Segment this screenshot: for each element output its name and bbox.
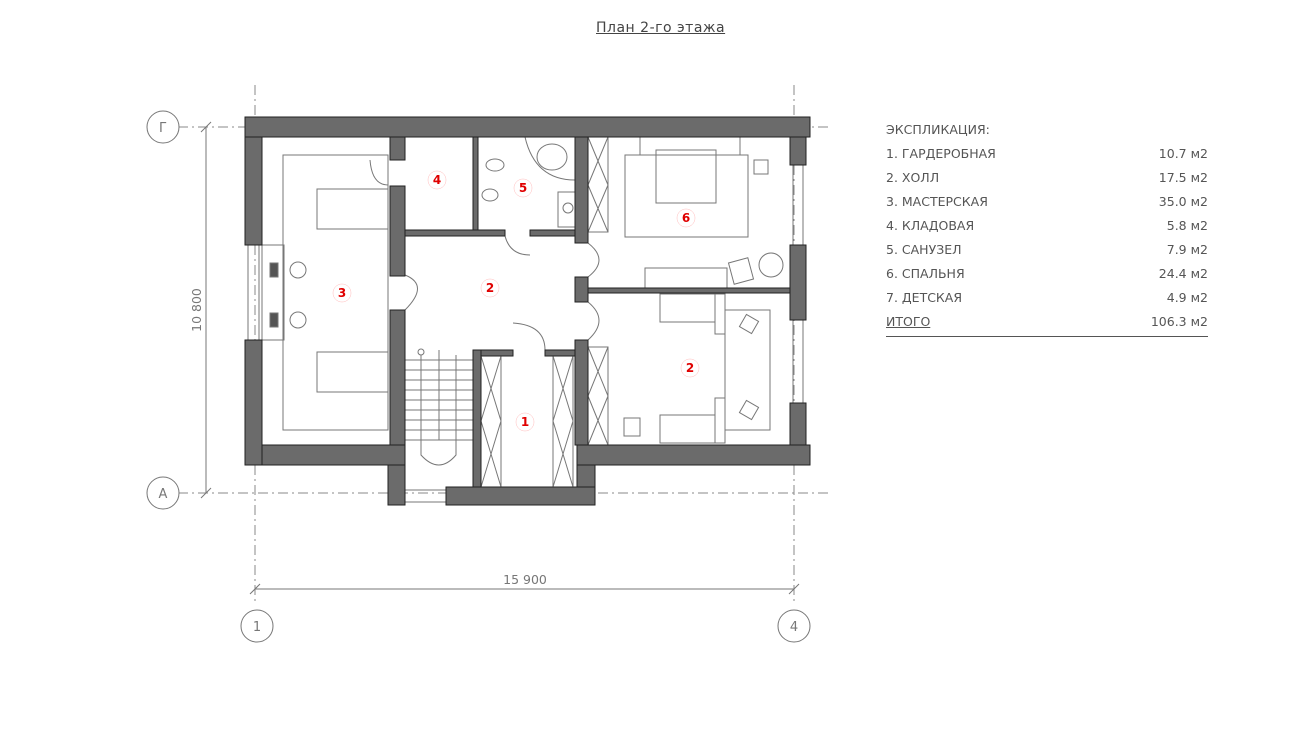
svg-text:4: 4 (790, 620, 798, 635)
svg-text:1: 1 (521, 415, 529, 429)
axis-marker-right: 4 (777, 609, 811, 643)
axis-marker-top: Г (146, 110, 180, 144)
axis-marker-bottom: А (146, 476, 180, 510)
walls (244, 116, 811, 506)
room-label-6: 6 (676, 208, 696, 228)
svg-text:3: 3 (338, 286, 346, 300)
room-labels: 1 2 3 4 5 6 2 (332, 170, 700, 432)
svg-text:5: 5 (519, 181, 527, 195)
dimension-height: 10 800 (189, 288, 204, 332)
svg-text:2: 2 (686, 361, 694, 375)
plan-title: План 2-го этажа (596, 20, 726, 36)
dimension-lines (200, 121, 800, 595)
room-label-4: 4 (427, 170, 447, 190)
svg-text:Г: Г (159, 121, 167, 136)
dimension-width: 15 900 (503, 572, 547, 587)
room-label-7: 2 (680, 358, 700, 378)
svg-text:2: 2 (486, 281, 494, 295)
room-label-1: 1 (515, 412, 535, 432)
svg-text:1: 1 (253, 620, 261, 635)
svg-text:А: А (159, 487, 168, 502)
room-label-3: 3 (332, 283, 352, 303)
svg-text:6: 6 (682, 211, 690, 225)
explication-heading: ЭКСПЛИКАЦИЯ: (886, 122, 990, 137)
room-label-2: 2 (480, 278, 500, 298)
svg-text:4: 4 (433, 173, 441, 187)
room-label-5: 5 (513, 178, 533, 198)
axis-marker-left: 1 (240, 609, 274, 643)
